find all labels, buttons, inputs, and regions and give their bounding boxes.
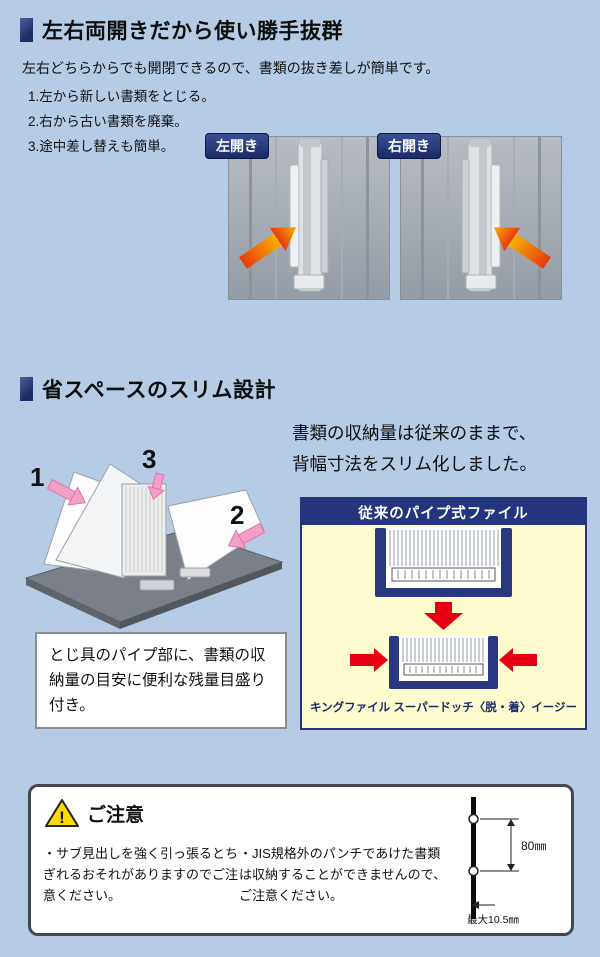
gauge-note-box: とじ具のパイプ部に、書類の収納量の目安に便利な残量目盛り付き。 [35,632,287,729]
step-item-3: 3.途中差し替えも簡単。 [28,139,175,154]
caution-title-row: ! ご注意 [45,798,144,828]
photo-left-opening: 左開き [205,133,390,300]
arrowhead-up [507,819,515,826]
binder-fitting-2 [179,567,211,578]
step-item-1: 1.左から新しい書類をとじる。 [28,89,215,104]
pipe-gauge [391,567,496,582]
pink-arrow-icon [46,478,87,506]
punch-hole-bottom [468,865,479,877]
paper-edge-bar [471,797,476,919]
measurement-diagram: 80㎜ 最大10.5㎜ [467,797,546,926]
section-open-subtitle: 左右どちらからでも開閉できるので、書類の抜き差しが簡単です。 [22,60,440,76]
red-right-arrow-icon [499,648,537,672]
warning-icon: ! [45,799,79,827]
illustration-number-3: 3 [142,444,156,474]
orange-arrow-icon [493,227,551,269]
slim-description-line2: 背幅寸法をスリム化しました。 [292,454,537,474]
conventional-file-section [375,528,512,597]
pink-arrow-icon [227,522,266,549]
slim-description: 書類の収納量は従来のままで、 背幅寸法をスリム化しました。 [292,418,537,480]
dimension-label-80mm: 80㎜ [521,839,546,853]
illustration-number-2: 2 [230,500,244,530]
caution-box: ! ご注意 ・サブ見出しを強く引っ張るとちぎれるおそれがありますのでご注意くださ… [28,784,574,936]
orange-arrow-icon [239,227,297,269]
punch-hole-top [468,813,479,825]
caution-note-2: ・JIS規格外のパンチであけた書類は収納することができませんので、ご注意ください… [239,846,447,903]
section-open-heading: 左右両開きだから使い勝手抜群 [20,15,343,45]
binder-photo-left [229,137,389,299]
paper-stack [121,483,167,577]
comparison-diagram-box: 従来のパイプ式ファイル [300,497,587,730]
red-left-arrow-icon [350,648,388,672]
dimension-lines [480,818,519,872]
section-open-heading-text: 左右両開きだから使い勝手抜群 [42,20,343,43]
pink-arrow-icon [147,472,165,500]
slim-file-section [389,636,498,689]
section-slim-heading-text: 省スペースのスリム設計 [42,379,276,402]
photo-right-opening: 右開き [377,133,562,300]
red-down-arrow-icon [424,602,463,630]
arrowhead-left [471,901,479,909]
pipe-gauge-slim [403,663,484,676]
illustration-number-1: 1 [30,462,44,492]
section-slim-heading: 省スペースのスリム設計 [20,374,276,404]
caution-note-1: ・サブ見出しを強く引っ張るとちぎれるおそれがありますのでご注意ください。 [43,846,239,903]
photo-right-badge: 右開き [377,133,441,159]
open-file-illustration: 1 3 2 [24,444,284,629]
warning-mark: ! [59,808,65,827]
heading-marker-icon [20,18,33,42]
paper-right [167,489,265,581]
step-item-2: 2.右から古い書類を廃棄。 [28,114,188,129]
heading-marker-icon [20,377,33,401]
diagram-header: 従来のパイプ式ファイル [302,499,585,525]
caution-title: ご注意 [87,804,145,826]
slim-description-line1: 書類の収納量は従来のままで、 [292,423,537,443]
binder-photo-right [401,137,561,299]
step-list: 1.左から新しい書類をとじる。 2.右から古い書類を廃棄。 3.途中差し替えも簡… [28,84,215,159]
binder-fitting [139,579,175,591]
diagram-caption: キングファイル スーパードッチ〈脱・着〉イージー [309,702,577,714]
photo-left-badge: 左開き [205,133,269,159]
dimension-label-max: 最大10.5㎜ [467,913,519,926]
pipe-comparison-drawing [350,528,537,689]
arrowhead-down [507,864,515,871]
